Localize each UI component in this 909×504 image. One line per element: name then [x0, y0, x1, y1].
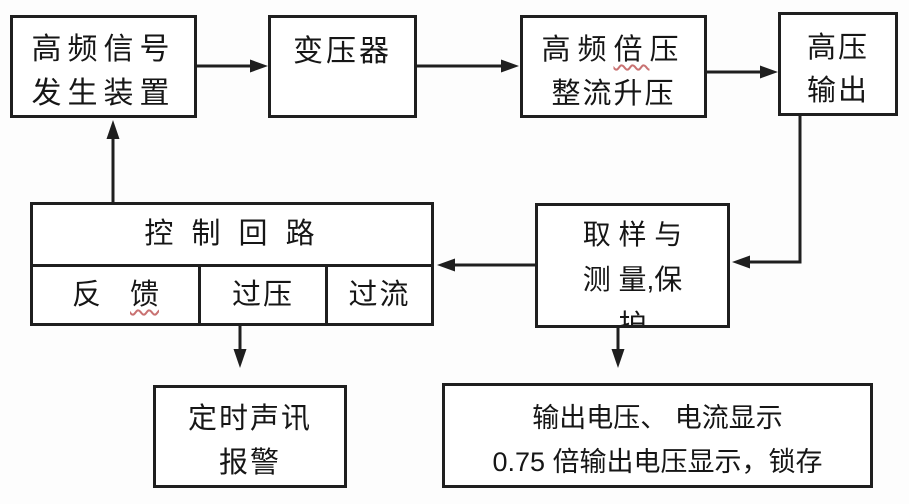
label-text: 高频: [541, 34, 614, 66]
node-label-line: 输出: [806, 75, 869, 107]
node-label-line: 定时声讯: [187, 403, 312, 435]
arrow-control-to-signal: [106, 120, 120, 202]
arrow-signal-to-transformer: [197, 59, 268, 73]
node-control-loop: 控 制 回 路 反 馈 过压 过流: [30, 202, 434, 326]
node-label-line-clipped: 护: [618, 309, 647, 328]
control-loop-title: 控 制 回 路: [33, 205, 431, 267]
node-label-line: 发生装置: [31, 77, 176, 110]
node-label-line: 输出电压、 电流显示: [532, 403, 783, 433]
node-label-line: 整流升压: [551, 78, 676, 110]
label-text: 压: [649, 34, 686, 66]
node-voltage-doubler-rectifier: 高频倍压 整流升压: [520, 15, 707, 118]
cell-feedback: 反 馈: [33, 267, 201, 323]
arrow-transformer-to-doubler: [417, 59, 519, 73]
spellcheck-wavy-underline: 倍: [613, 34, 650, 66]
arrow-sampling-to-control: [437, 258, 535, 272]
node-hf-signal-generator: 高频信号 发生装置: [10, 15, 197, 118]
arrow-sampling-to-display: [611, 328, 625, 368]
node-label-line: 高频信号: [31, 33, 176, 66]
arrow-overvoltage-to-alarm: [233, 326, 247, 368]
cell-overcurrent: 过流: [348, 279, 411, 311]
node-sampling-measurement-protection: 取 样 与 测 量,保 护: [535, 203, 730, 328]
control-loop-cells: 反 馈 过压 过流: [33, 267, 431, 323]
node-output-display-latch: 输出电压、 电流显示 0.75 倍输出电压显示，锁存: [442, 383, 873, 488]
node-label-line: 0.75 倍输出电压显示，锁存: [492, 447, 823, 477]
spellcheck-wavy-underline: 馈: [130, 279, 160, 311]
arrow-doubler-to-hv-output: [707, 65, 778, 79]
node-label-line: 报警: [218, 447, 281, 479]
node-transformer: 变压器: [268, 15, 417, 118]
node-label-line: 测 量,保: [582, 264, 683, 295]
arrow-hv-output-to-sampling: [732, 116, 802, 269]
node-label-line: 取 样 与: [582, 219, 683, 250]
node-label: 变压器: [293, 35, 392, 68]
node-label-line: 高频倍压: [523, 28, 704, 72]
cell-overvoltage: 过压: [201, 267, 328, 323]
label-text: 反: [71, 279, 130, 311]
node-label-line: 高压: [806, 32, 869, 64]
node-timed-audio-alarm: 定时声讯 报警: [153, 385, 347, 488]
node-hv-output: 高压 输出: [778, 12, 898, 116]
